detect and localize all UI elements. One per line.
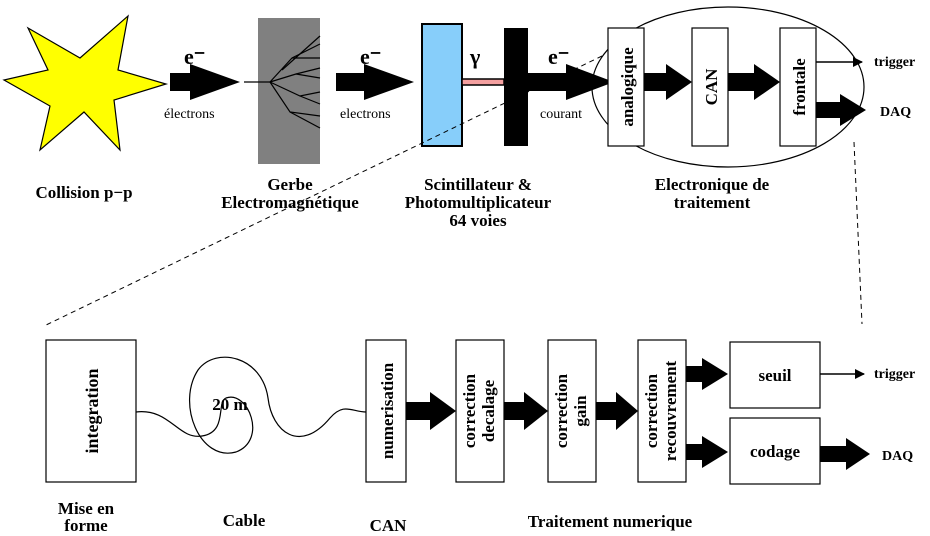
arrow-num-decalage bbox=[406, 392, 456, 430]
correction-decalage-label-1: correction bbox=[460, 373, 479, 448]
trigger-label-bottom: trigger bbox=[874, 367, 915, 382]
caption-mise-1: Mise en bbox=[58, 499, 115, 518]
electron-symbol-2: e⁻ bbox=[360, 44, 381, 69]
arrow-decalage-gain bbox=[504, 392, 548, 430]
arrow-can-frontale bbox=[728, 64, 780, 100]
caption-collision: Collision p−p bbox=[35, 183, 132, 202]
photon-symbol: γ bbox=[469, 44, 480, 69]
arrow-label-electrons-2: electrons bbox=[340, 107, 391, 122]
arrow-daq-bottom bbox=[820, 438, 870, 470]
zoom-line-left bbox=[43, 55, 603, 327]
correction-gain-label-2: gain bbox=[571, 395, 590, 427]
caption-traitement: Traitement numerique bbox=[528, 512, 693, 531]
arrow-to-seuil bbox=[686, 358, 728, 390]
daq-label-top: DAQ bbox=[880, 105, 911, 120]
frontale-block bbox=[779, 27, 817, 147]
caption-scint-3: 64 voies bbox=[449, 211, 507, 230]
caption-scint-1: Scintillateur & bbox=[424, 175, 532, 194]
correction-decalage-label-2: decalage bbox=[479, 379, 498, 442]
arrow-electrons-2 bbox=[336, 64, 414, 100]
caption-can: CAN bbox=[370, 516, 408, 535]
arrow-label-electrons-1: électrons bbox=[164, 107, 215, 122]
light-guide bbox=[461, 78, 505, 86]
electronics-ellipse bbox=[591, 6, 865, 168]
seuil-label: seuil bbox=[758, 366, 791, 385]
photomultiplier-block bbox=[504, 28, 528, 146]
electron-symbol-1: e⁻ bbox=[184, 44, 205, 69]
zoom-line-right bbox=[853, 141, 863, 325]
correction-recouvrement-label-2: recouvrement bbox=[661, 360, 680, 461]
caption-gerbe-1: Gerbe bbox=[267, 175, 313, 194]
arrow-to-codage bbox=[686, 436, 728, 468]
arrow-analogique-can bbox=[644, 64, 692, 100]
collision-star bbox=[2, 14, 169, 152]
arrow-gain-recouvrement bbox=[596, 392, 638, 430]
cable-length-label: 20 m bbox=[212, 395, 247, 414]
electron-symbol-3: e⁻ bbox=[548, 44, 569, 69]
scintillator-block bbox=[421, 23, 463, 147]
arrow-courant bbox=[528, 64, 614, 100]
caption-elec-1: Electronique de bbox=[655, 175, 770, 194]
correction-recouvrement-label-1: correction bbox=[642, 373, 661, 448]
caption-cable: Cable bbox=[223, 511, 266, 530]
correction-recouvrement-block bbox=[637, 339, 687, 483]
integration-block bbox=[45, 339, 137, 483]
numerisation-label: numerisation bbox=[378, 362, 397, 459]
frontale-label: frontale bbox=[790, 58, 809, 116]
arrow-electrons-1 bbox=[170, 64, 240, 100]
caption-gerbe-2: Electromagnétique bbox=[221, 193, 359, 212]
shower-lines bbox=[244, 35, 321, 129]
cable-wire bbox=[135, 356, 367, 454]
seuil-block bbox=[729, 341, 821, 409]
arrow-label-courant: courant bbox=[540, 107, 582, 122]
integration-label: integration bbox=[82, 369, 102, 454]
caption-scint-2: Photomultiplicateur bbox=[405, 193, 552, 212]
daq-label-bottom: DAQ bbox=[882, 449, 913, 464]
caption-mise-2: forme bbox=[64, 516, 108, 535]
trigger-label-top: trigger bbox=[874, 55, 915, 70]
codage-label: codage bbox=[750, 442, 801, 461]
codage-block bbox=[729, 417, 821, 485]
analogique-label: analogique bbox=[618, 47, 637, 127]
arrow-daq-top bbox=[816, 94, 866, 126]
correction-gain-label-1: correction bbox=[552, 373, 571, 448]
analogique-block bbox=[607, 27, 645, 147]
caption-elec-2: traitement bbox=[674, 193, 751, 212]
correction-decalage-block bbox=[455, 339, 505, 483]
can-label-top: CAN bbox=[702, 68, 721, 106]
